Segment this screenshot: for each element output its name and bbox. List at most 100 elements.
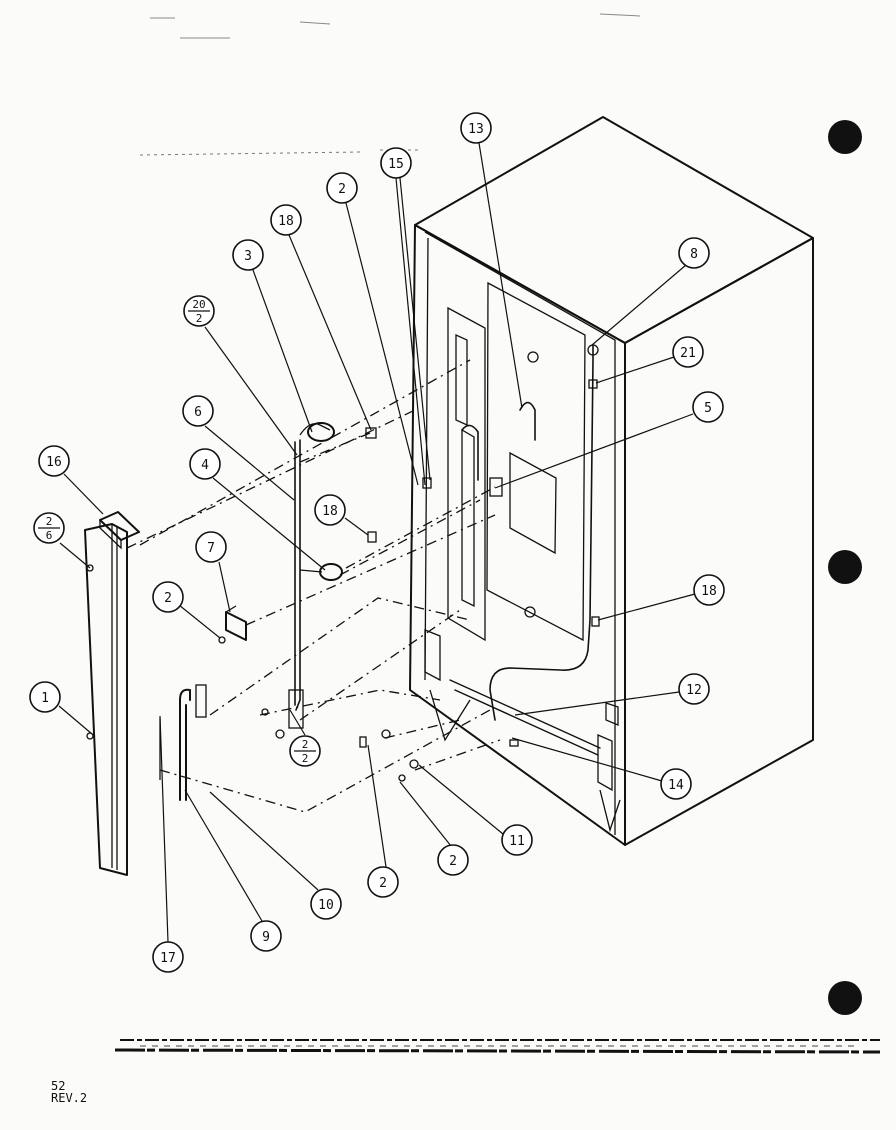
callout-circle: [182, 395, 214, 427]
callout-number: 15: [388, 157, 404, 172]
fraction-top: 2: [46, 515, 53, 528]
callout-circle: [326, 172, 358, 204]
callout-circle: [189, 448, 221, 480]
callout-number: 11: [509, 834, 525, 849]
heater-wire-assembly: [288, 422, 377, 729]
callout-18: 18: [270, 204, 302, 236]
binder-hole-middle: [828, 550, 862, 584]
fraction-bottom: 6: [46, 529, 53, 542]
callout-3: 3: [232, 239, 264, 271]
callout-leaders: [58, 142, 696, 943]
revision-label: REV.2: [51, 1091, 88, 1105]
callout-8: 8: [678, 237, 710, 269]
callout-number: 18: [322, 504, 338, 519]
callout-1: 1: [29, 681, 61, 713]
callout-number: 10: [318, 898, 334, 913]
callout-17: 17: [152, 941, 184, 973]
callout-number: 1: [41, 691, 49, 706]
callout-circle: [660, 768, 692, 800]
callout-number: 18: [278, 214, 294, 229]
callout-number: 2: [379, 876, 387, 891]
callout-2: 2: [437, 844, 469, 876]
fraction-top: 20: [192, 298, 205, 311]
bottom-border-rule: [114, 1039, 881, 1054]
top-cap-part: [99, 511, 140, 550]
bracket-part: [225, 605, 247, 641]
callout-number: 21: [680, 346, 696, 361]
callout-number: 13: [468, 122, 484, 137]
fraction-callout-2-2: 22: [289, 735, 321, 767]
fraction-bottom: 2: [302, 752, 309, 765]
callout-13: 13: [460, 112, 492, 144]
callout-number: 2: [164, 591, 172, 606]
fraction-callout-2-6: 26: [33, 512, 65, 544]
callout-number: 12: [686, 683, 702, 698]
assembly-lines: [126, 359, 501, 813]
callout-18: 18: [693, 574, 725, 606]
callout-circle: [195, 531, 227, 563]
callout-circle: [678, 673, 710, 705]
callout-number: 16: [46, 455, 62, 470]
callout-circle: [693, 574, 725, 606]
callout-circle: [678, 237, 710, 269]
callout-9: 9: [250, 920, 282, 952]
callout-number: 4: [201, 458, 209, 473]
callout-5: 5: [692, 391, 724, 423]
callout-7: 7: [195, 531, 227, 563]
callout-circle: [672, 336, 704, 368]
callout-circle: [692, 391, 724, 423]
callout-number: 18: [701, 584, 717, 599]
refrigerator-cabinet: [409, 116, 814, 846]
callout-12: 12: [678, 673, 710, 705]
callout-circle: [152, 941, 184, 973]
callout-circle: [250, 920, 282, 952]
callout-circle: [310, 888, 342, 920]
callout-6: 6: [182, 395, 214, 427]
page-code: 52: [51, 1079, 66, 1093]
callout-number: 7: [207, 541, 215, 556]
callout-15: 15: [380, 147, 412, 179]
callout-number: 2: [338, 182, 346, 197]
callout-number: 9: [262, 930, 270, 945]
callout-circle: [38, 445, 70, 477]
hinge-assembly: [159, 684, 207, 801]
callout-circle: [367, 866, 399, 898]
callout-circle: [152, 581, 184, 613]
callout-number: 8: [690, 247, 698, 262]
binder-hole-top: [828, 120, 862, 154]
callout-circle: [380, 147, 412, 179]
callout-10: 10: [310, 888, 342, 920]
fraction-bottom: 2: [196, 312, 203, 325]
callout-circle: [29, 681, 61, 713]
callout-number: 14: [668, 778, 684, 793]
callout-21: 21: [672, 336, 704, 368]
binder-hole-bottom: [828, 981, 862, 1015]
fraction-callout-20-2: 202: [183, 295, 215, 327]
callout-circle: [270, 204, 302, 236]
callout-2: 2: [326, 172, 358, 204]
scan-speckle: [139, 13, 641, 156]
callout-4: 4: [189, 448, 221, 480]
callout-circle: [314, 494, 346, 526]
callout-11: 11: [501, 824, 533, 856]
callout-number: 3: [244, 249, 252, 264]
footer: 52 REV.2: [51, 1080, 87, 1104]
callout-2: 2: [152, 581, 184, 613]
callout-circle: [437, 844, 469, 876]
callout-18: 18: [314, 494, 346, 526]
callout-number: 6: [194, 405, 202, 420]
fraction-top: 2: [302, 738, 309, 751]
callout-number: 17: [160, 951, 176, 966]
callout-circle: [460, 112, 492, 144]
door-trim-panel: [84, 523, 128, 876]
callout-number: 2: [449, 854, 457, 869]
callout-2: 2: [367, 866, 399, 898]
small-hardware: [86, 564, 519, 782]
callout-14: 14: [660, 768, 692, 800]
callout-circle: [232, 239, 264, 271]
callout-16: 16: [38, 445, 70, 477]
